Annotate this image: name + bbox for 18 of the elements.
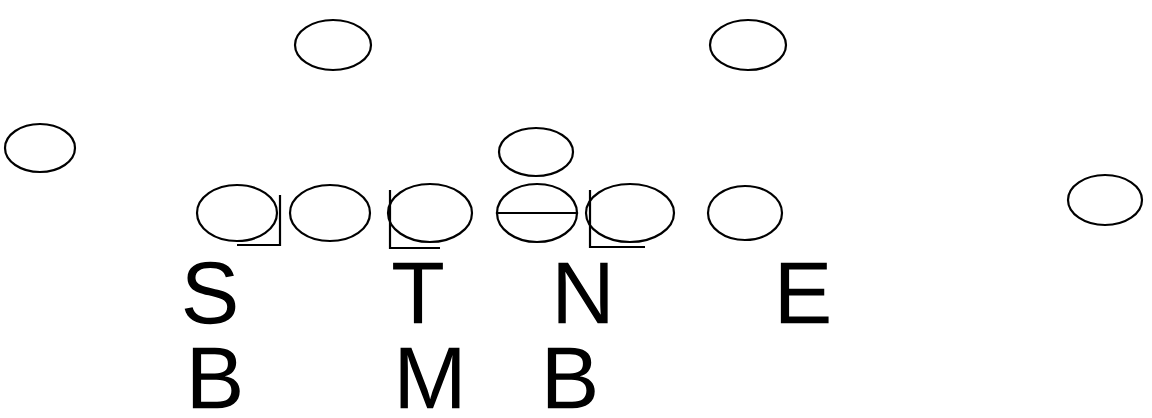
player-oval	[386, 182, 474, 244]
player-oval	[195, 183, 279, 243]
player-oval	[293, 18, 373, 72]
player-oval	[495, 182, 579, 244]
position-letter: T	[393, 262, 443, 324]
player-oval	[708, 18, 788, 72]
position-letter: B	[192, 347, 240, 409]
position-letter: M	[400, 347, 460, 409]
player-oval	[584, 182, 676, 244]
position-letter: B	[547, 347, 595, 409]
position-letter: S	[184, 261, 236, 325]
position-letter: N	[558, 262, 608, 324]
player-oval	[288, 183, 372, 243]
player-oval	[3, 122, 77, 174]
player-oval	[1066, 173, 1144, 227]
player-oval	[706, 184, 784, 242]
position-letter: E	[780, 262, 829, 324]
player-oval	[497, 126, 575, 178]
